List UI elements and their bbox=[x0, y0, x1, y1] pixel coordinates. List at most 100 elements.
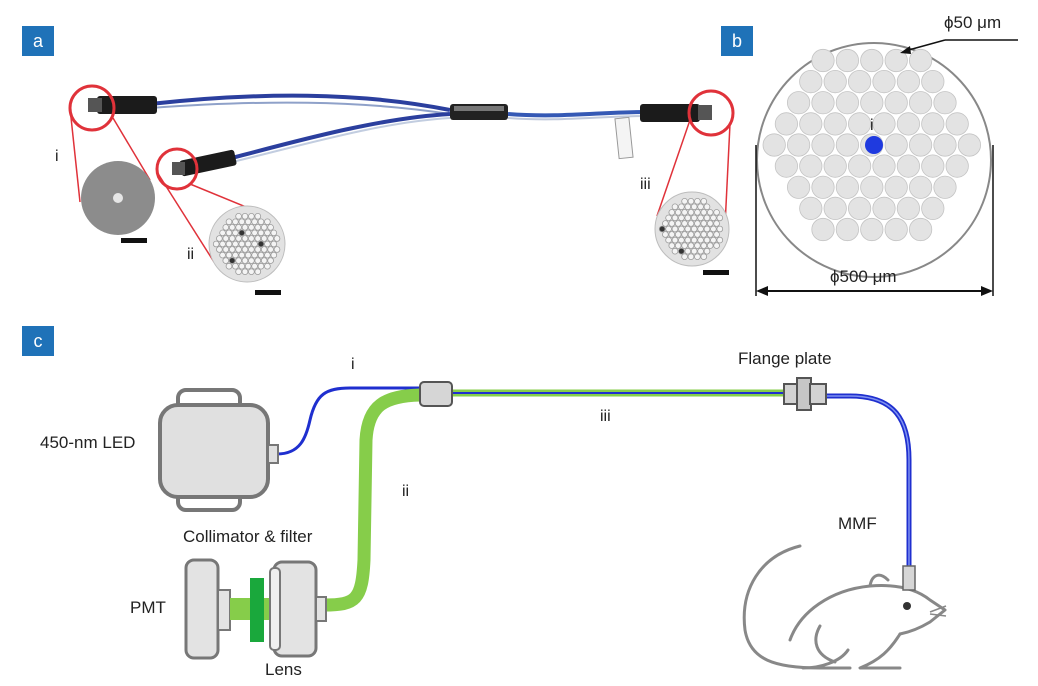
fiber-core bbox=[697, 203, 704, 211]
fiber-core bbox=[811, 175, 835, 199]
fiber-core bbox=[694, 220, 701, 227]
fiber-core bbox=[254, 268, 262, 276]
fiber-core bbox=[658, 225, 666, 233]
fiber-core bbox=[241, 235, 249, 242]
fiber-core bbox=[678, 236, 685, 244]
fiber-core bbox=[251, 229, 258, 237]
mmf-label: MMF bbox=[838, 514, 877, 533]
fiber-core bbox=[700, 242, 708, 249]
fiber-core bbox=[264, 229, 271, 237]
fiber-core bbox=[884, 48, 908, 73]
lens-label: Lens bbox=[265, 660, 302, 679]
fiber-core bbox=[716, 236, 724, 244]
fiber-core bbox=[694, 198, 701, 205]
fiber-core bbox=[713, 242, 720, 249]
fiber-core bbox=[241, 246, 249, 253]
fiber-core bbox=[254, 235, 262, 242]
fiber-core bbox=[671, 225, 679, 233]
fiber-core bbox=[222, 257, 230, 264]
fiber-core bbox=[668, 231, 676, 238]
fiber-core bbox=[671, 236, 679, 244]
fiber-core bbox=[690, 247, 698, 255]
fiber-core bbox=[671, 214, 679, 222]
fiber-core bbox=[260, 224, 268, 231]
fiber-core bbox=[700, 220, 708, 227]
fiber-core bbox=[697, 236, 704, 244]
fiber-core bbox=[678, 247, 685, 255]
flange-plate bbox=[796, 377, 812, 411]
fiber-core bbox=[687, 242, 695, 249]
fiber-core bbox=[257, 251, 265, 259]
fiber-core bbox=[713, 209, 720, 216]
fiber-core bbox=[212, 240, 220, 248]
fiber-core bbox=[933, 133, 957, 157]
fiber-core bbox=[703, 225, 711, 233]
fiber-core bbox=[872, 154, 896, 178]
fiber-core bbox=[264, 262, 271, 270]
fiber-core bbox=[267, 257, 274, 264]
panel-a-label-iii: iii bbox=[640, 176, 651, 193]
fiber-core bbox=[225, 262, 233, 270]
fiber-core bbox=[674, 231, 682, 238]
fiber-core bbox=[273, 246, 281, 253]
fiber-core bbox=[241, 224, 249, 231]
fiber-core bbox=[225, 229, 233, 237]
panel-c-tag: c bbox=[22, 326, 54, 356]
fiber-core bbox=[257, 240, 265, 248]
pmt-label: PMT bbox=[130, 598, 166, 617]
fiber-core bbox=[244, 262, 252, 270]
fiber-core bbox=[222, 235, 230, 242]
fiber-core bbox=[668, 220, 676, 227]
fiber-core bbox=[662, 231, 669, 238]
marker-ii bbox=[155, 147, 199, 191]
fiber-core bbox=[254, 257, 262, 264]
collimator-label: Collimator & filter bbox=[183, 527, 313, 546]
fiber-core bbox=[690, 214, 698, 222]
fiber-core bbox=[687, 231, 695, 238]
fiber-core bbox=[835, 48, 860, 73]
fiber-core bbox=[216, 235, 223, 242]
fiber-core bbox=[690, 236, 698, 244]
fiber-core bbox=[681, 231, 688, 238]
fiber-core bbox=[241, 257, 249, 264]
fiber-core bbox=[248, 246, 255, 253]
fiber-core bbox=[684, 247, 692, 255]
fiber-core bbox=[264, 218, 271, 226]
fiber-core bbox=[251, 251, 258, 259]
fiber-core bbox=[921, 154, 945, 178]
fiber-i-label: i bbox=[351, 356, 355, 373]
fiber-core bbox=[260, 257, 268, 264]
fiber-core bbox=[228, 235, 236, 242]
fiber-core bbox=[674, 209, 682, 216]
fiber-ii-label: ii bbox=[402, 483, 410, 500]
fiber-core bbox=[706, 242, 714, 249]
fiber-core bbox=[244, 229, 252, 237]
fiber-core bbox=[681, 253, 688, 261]
fiber-core bbox=[251, 240, 258, 248]
fiber-core bbox=[908, 175, 933, 199]
fiber-core bbox=[222, 224, 230, 231]
fiber-core bbox=[713, 220, 720, 227]
fiber-core bbox=[823, 112, 847, 136]
fiber-core bbox=[235, 224, 242, 231]
fiber-core bbox=[681, 220, 688, 227]
fiber-core bbox=[228, 224, 236, 231]
fiber-core bbox=[908, 217, 933, 242]
fiber-core bbox=[884, 217, 908, 242]
fiber-core bbox=[690, 225, 698, 233]
fiber-core bbox=[700, 198, 708, 205]
fiber-core bbox=[811, 217, 835, 242]
fiber-core bbox=[872, 112, 896, 136]
fiber-core bbox=[232, 262, 239, 270]
fiber-core bbox=[835, 133, 860, 157]
fiber-core bbox=[847, 70, 872, 94]
fiber-core bbox=[264, 240, 271, 248]
fiber-core bbox=[251, 218, 258, 226]
fiber-core bbox=[665, 236, 672, 244]
fiber-core bbox=[219, 240, 226, 248]
fiber-core bbox=[270, 251, 278, 259]
fiber-core bbox=[687, 253, 695, 261]
fiber-core bbox=[690, 203, 698, 211]
fiber-core bbox=[235, 257, 242, 264]
fiber-core bbox=[662, 220, 669, 227]
